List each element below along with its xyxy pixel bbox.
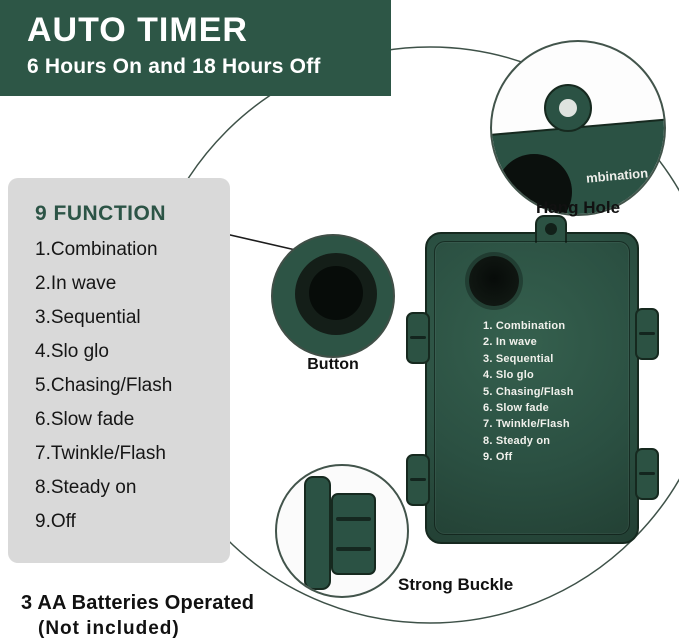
function-item: 1.Combination [35,239,158,260]
zoomed-buckle-clasp [331,493,376,575]
device-function-item: 7. Twinkle/Flash [483,418,570,431]
function-item: 5.Chasing/Flash [35,375,173,396]
strong-buckle-callout [275,464,409,598]
device-function-item: 8. Steady on [483,434,551,447]
buckle-notch [336,517,371,521]
function-panel: 9 FUNCTION 1.Combination 2.In wave 3.Seq… [8,178,230,563]
battery-note-line1: 3 AA Batteries Operated [21,592,255,614]
mode-button [469,256,519,306]
zoomed-hang-ring [544,84,592,132]
buckle-groove [639,332,655,335]
function-panel-list: 1.Combination 2.In wave 3.Sequential 4.S… [35,233,230,539]
function-item: 9.Off [35,511,76,532]
buckle-notch [336,547,371,551]
function-panel-heading: 9 FUNCTION [35,202,166,225]
function-item: 3.Sequential [35,307,141,328]
function-item: 7.Twinkle/Flash [35,443,166,464]
zoomed-buckle-hinge [304,476,331,590]
function-item: 8.Steady on [35,477,137,498]
zoomed-button-partial [496,154,572,214]
device-function-item: 6. Slow fade [483,402,549,415]
timer-box: 1. Combination 2. In wave 3. Sequential … [406,215,659,544]
box-lid-ridge [434,241,630,535]
hang-hole [545,223,557,235]
hang-hole-label: Hang Hole [535,198,621,217]
device-function-item: 4. Slo glo [483,369,534,382]
strong-buckle-label: Strong Buckle [398,575,514,594]
zoomed-hang-hole [559,99,577,117]
device-function-item: 9. Off [483,451,513,464]
device-function-item: 1. Combination [483,320,566,332]
auto-timer-banner: AUTO TIMER 6 Hours On and 18 Hours Off [0,0,391,96]
button-label: Button [307,356,359,373]
buckle-groove [410,336,426,339]
hang-hole-callout: mbination [490,40,666,216]
function-item: 4.Slo glo [35,341,109,362]
banner-subtitle: 6 Hours On and 18 Hours Off [27,55,321,78]
button-callout [271,234,395,358]
hang-hole-tab [535,215,567,243]
left-buckle-top [406,312,430,364]
device-function-item: 3. Sequential [483,352,554,365]
buckle-groove [410,478,426,481]
right-buckle-top [635,308,659,360]
battery-note-line2: (Not included) [38,618,180,639]
function-item: 6.Slow fade [35,409,135,430]
device-function-item: 5. Chasing/Flash [483,385,574,398]
banner-title: AUTO TIMER [27,11,248,49]
device-function-item: 2. In wave [483,336,537,349]
device-function-list: 1. Combination 2. In wave 3. Sequential … [483,318,574,466]
buckle-groove [639,472,655,475]
function-item: 2.In wave [35,273,117,294]
right-buckle-bottom [635,448,659,500]
zoomed-button-center [309,266,363,320]
left-buckle-bottom [406,454,430,506]
battery-note: 3 AA Batteries Operated (Not included) [21,592,254,640]
